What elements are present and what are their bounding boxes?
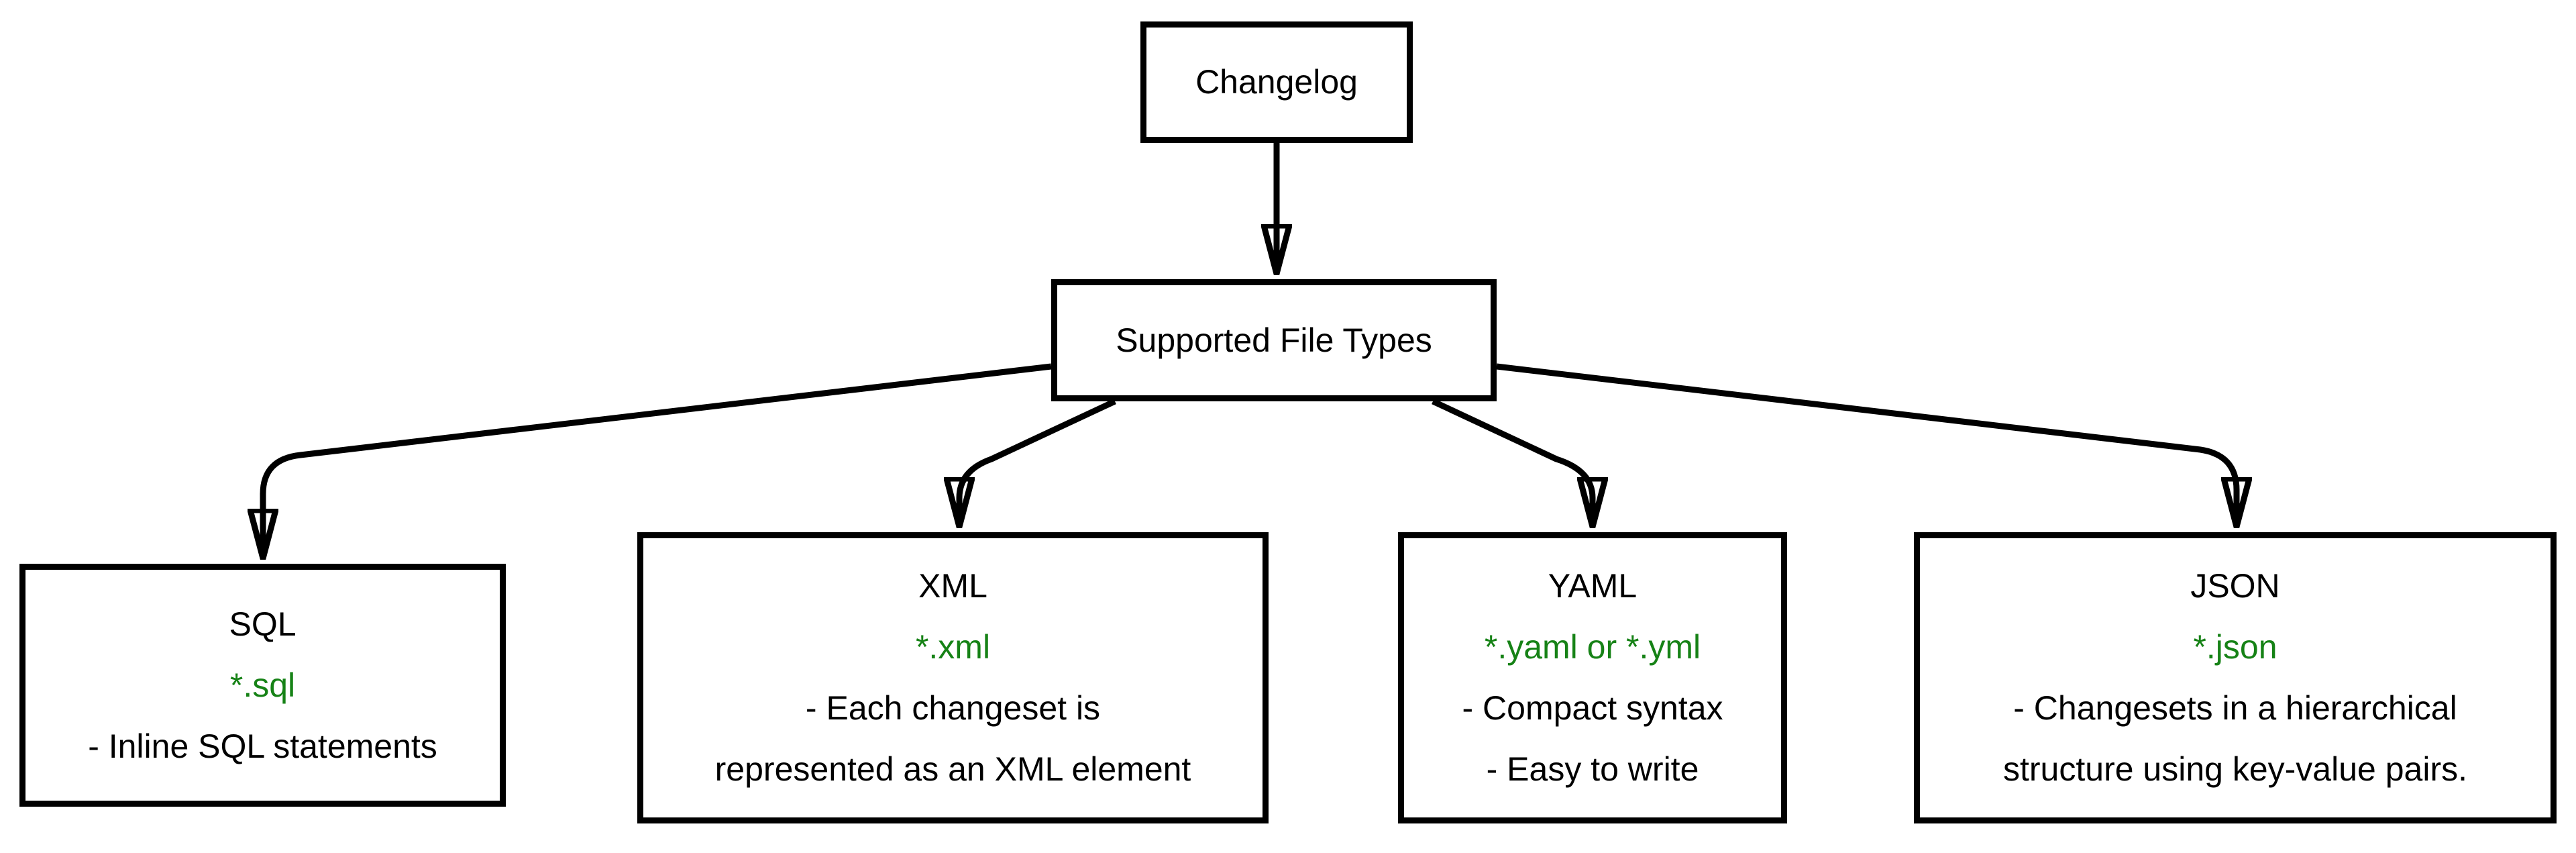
- node-sql: SQL *.sql - Inline SQL statements: [19, 564, 506, 807]
- node-changelog-label: Changelog: [1195, 63, 1358, 101]
- node-json-title: JSON: [2190, 567, 2280, 605]
- node-json-description-line-2: structure using key-value pairs.: [2003, 750, 2467, 788]
- connector-supported-to-xml: [959, 398, 1116, 527]
- node-xml-description-line-2: represented as an XML element: [714, 750, 1191, 788]
- connector-supported-to-sql: [263, 363, 1052, 558]
- node-xml-description-line-1: - Each changeset is: [805, 689, 1101, 727]
- node-json: JSON *.json - Changesets in a hierarchic…: [1914, 532, 2557, 823]
- node-supported-file-types-label: Supported File Types: [1116, 321, 1432, 359]
- node-yaml: YAML *.yaml or *.yml - Compact syntax - …: [1398, 532, 1787, 823]
- node-xml-title: XML: [918, 567, 987, 605]
- node-xml: XML *.xml - Each changeset is represente…: [637, 532, 1269, 823]
- node-changelog: Changelog: [1140, 21, 1413, 143]
- node-yaml-title: YAML: [1548, 567, 1638, 605]
- node-yaml-description-line-1: - Compact syntax: [1462, 689, 1723, 727]
- node-sql-title: SQL: [229, 605, 297, 643]
- node-xml-extension: *.xml: [915, 628, 991, 666]
- node-sql-description: - Inline SQL statements: [88, 727, 437, 765]
- connector-supported-to-yaml: [1432, 398, 1593, 527]
- connector-supported-to-json: [1496, 363, 2237, 527]
- node-json-description-line-1: - Changesets in a hierarchical: [2013, 689, 2457, 727]
- node-json-extension: *.json: [2193, 628, 2277, 666]
- node-sql-extension: *.sql: [229, 666, 296, 704]
- node-supported-file-types: Supported File Types: [1051, 279, 1497, 401]
- node-yaml-description-line-2: - Easy to write: [1486, 750, 1699, 788]
- node-yaml-extension: *.yaml or *.yml: [1484, 628, 1701, 666]
